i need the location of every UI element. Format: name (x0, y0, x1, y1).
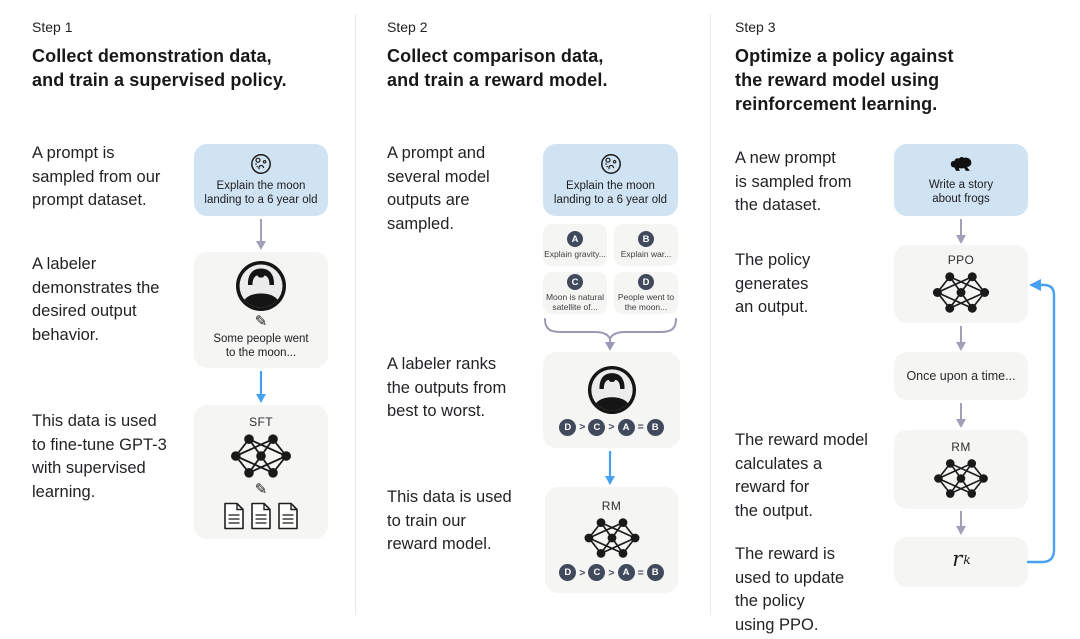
step2-caption-rank: A labeler ranks the outputs from best to… (387, 355, 507, 420)
rank-separator: > (608, 566, 615, 579)
ppo-label: PPO (947, 253, 975, 267)
reward-symbol: r (952, 547, 963, 571)
step3-prompt-box: Write a story about frogs (894, 144, 1028, 216)
step1-prompt-text: Explain the moon landing to a 6 year old (204, 179, 318, 207)
moon-icon (600, 153, 622, 175)
step1-label: Step 1 (32, 19, 73, 35)
rm-label: RM (951, 439, 971, 454)
rank-separator: > (579, 421, 586, 433)
brace-merge-arrow-icon (544, 318, 677, 351)
document-icon (249, 502, 273, 530)
rank-badge: C (588, 418, 606, 436)
ranking-row: D > C > A = B (559, 564, 664, 581)
step1-labeler-box: ✎ Some people went to the moon... (194, 252, 328, 368)
feedback-loop-arrow-icon (1026, 279, 1056, 564)
output-card-d: D People went to the moon... (614, 272, 678, 314)
step3-ppo-box: PPO (894, 245, 1028, 323)
pencil-icon: ✎ (254, 312, 268, 330)
output-card-c: C Moon is natural satellite of... (543, 272, 607, 314)
reward-subscript: k (963, 552, 971, 567)
rank-badge: C (588, 564, 606, 581)
output-text-c: Moon is natural satellite of... (545, 292, 605, 312)
step2-prompt-text: Explain the moon landing to a 6 year old (553, 179, 668, 207)
rank-badge: D (559, 564, 577, 581)
arrow-down-blue-icon (256, 371, 266, 403)
rank-badge: B (646, 418, 664, 436)
rank-badge: D (559, 418, 577, 436)
rank-separator: > (608, 421, 615, 433)
output-badge-a: A (567, 231, 583, 247)
step3-rm-box: RM (894, 430, 1028, 509)
output-text-a: Explain gravity... (544, 249, 606, 259)
output-badge-d: D (638, 274, 654, 290)
rank-separator: = (637, 566, 644, 579)
arrow-down-gray-icon (956, 219, 966, 244)
step3-output-box: Once upon a time... (894, 352, 1028, 400)
step2-title: Collect comparison data, and train a rew… (387, 46, 608, 90)
step3-caption-policy: The policy generates an output. (735, 251, 811, 316)
rank-badge: B (646, 564, 664, 581)
sft-label: SFT (249, 414, 273, 429)
step2-prompt-box: Explain the moon landing to a 6 year old (543, 144, 678, 216)
step1-caption-prompt: A prompt is sampled from our prompt data… (32, 144, 161, 209)
output-text-d: People went to the moon... (617, 292, 675, 312)
pencil-icon: ✎ (254, 480, 268, 498)
neural-network-icon (584, 516, 640, 560)
step2-label: Step 2 (387, 19, 428, 35)
step3-caption-prompt: A new prompt is sampled from the dataset… (735, 149, 852, 214)
rm-label: RM (601, 499, 622, 513)
rank-separator: > (579, 566, 586, 579)
output-badge-c: C (567, 274, 583, 290)
step1-labeler-output: Some people went to the moon... (213, 332, 309, 360)
labeler-avatar-icon (587, 365, 637, 415)
step2-labeler-box: D > C > A = B (543, 352, 680, 448)
step3-output-text: Once upon a time... (906, 369, 1016, 383)
neural-network-icon (230, 432, 292, 480)
step2-caption-data: This data is used to train our reward mo… (387, 488, 512, 553)
arrow-down-gray-icon (956, 403, 966, 428)
step3-title: Optimize a policy against the reward mod… (735, 46, 954, 114)
frog-icon (948, 154, 974, 174)
arrow-down-gray-icon (956, 511, 966, 535)
step2-caption-prompt: A prompt and several model outputs are s… (387, 144, 490, 233)
step3-caption-update: The reward is used to update the policy … (735, 545, 845, 634)
labeler-avatar-icon (235, 260, 287, 312)
step1-sft-box: SFT ✎ (194, 405, 328, 539)
rank-badge: A (617, 564, 635, 581)
ranking-row: D > C > A = B (559, 418, 664, 436)
arrow-down-gray-icon (956, 326, 966, 351)
neural-network-icon (933, 457, 989, 500)
step1-title: Collect demonstration data, and train a … (32, 46, 287, 90)
output-badge-b: B (638, 231, 654, 247)
step1-caption-data: This data is used to fine-tune GPT-3 wit… (32, 412, 167, 501)
step3-label: Step 3 (735, 19, 776, 35)
neural-network-icon (932, 270, 990, 315)
moon-icon (250, 153, 272, 175)
step1-caption-labeler: A labeler demonstrates the desired outpu… (32, 255, 160, 344)
arrow-down-gray-icon (256, 219, 266, 250)
output-text-b: Explain war... (620, 249, 672, 259)
documents-group (222, 502, 300, 530)
step3-caption-reward: The reward model calculates a reward for… (735, 431, 868, 520)
output-card-b: B Explain war... (614, 224, 678, 266)
rank-badge: A (617, 418, 635, 436)
step2-rm-box: RM D > C > A = B (545, 487, 678, 593)
document-icon (276, 502, 300, 530)
step3-prompt-text: Write a story about frogs (928, 178, 994, 206)
document-icon (222, 502, 246, 530)
output-card-a: A Explain gravity... (543, 224, 607, 266)
column-divider-2 (710, 14, 711, 615)
column-divider-1 (355, 14, 356, 615)
rank-separator: = (637, 421, 644, 433)
step1-prompt-box: Explain the moon landing to a 6 year old (194, 144, 328, 216)
arrow-down-blue-icon (605, 451, 615, 485)
